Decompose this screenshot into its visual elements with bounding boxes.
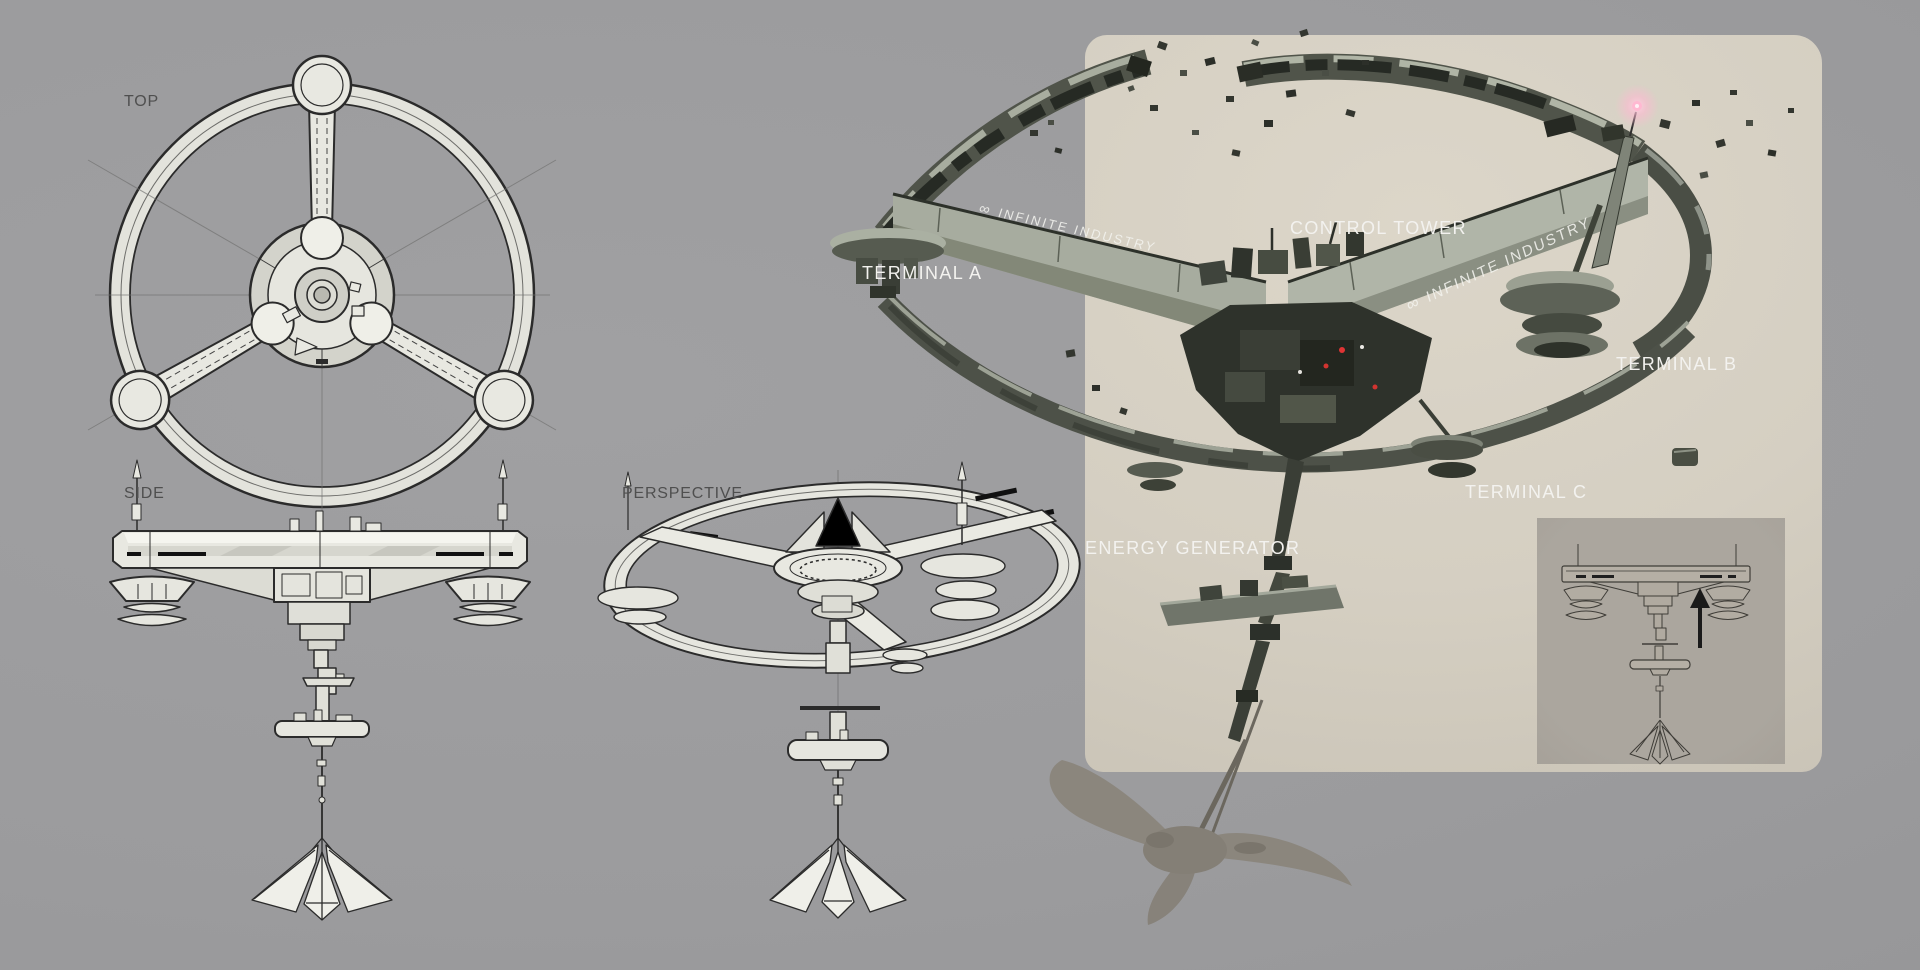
callout-terminal-a: TERMINAL A xyxy=(862,263,983,283)
callout-energy-generator: ENERGY GENERATOR xyxy=(1085,538,1301,558)
side-pods xyxy=(109,575,531,627)
perspective-tail-fins xyxy=(769,837,907,919)
terminal-a-pod xyxy=(830,228,946,298)
perspective-hub xyxy=(773,497,903,620)
up-arrow-icon xyxy=(1690,588,1710,648)
view-label-top: TOP xyxy=(124,93,160,110)
perspective-antennas xyxy=(624,461,968,545)
side-spine xyxy=(274,649,370,838)
hub xyxy=(248,216,396,369)
terminal-c-pods xyxy=(1127,398,1483,491)
inset-side-drawing xyxy=(1561,544,1751,765)
perspective-spine xyxy=(787,620,889,838)
debris-field xyxy=(1030,28,1794,466)
perspective-pods xyxy=(597,553,1006,674)
terminal-arms xyxy=(892,156,1649,346)
view-label-perspective: PERSPECTIVE xyxy=(622,485,743,502)
spokes xyxy=(109,54,535,431)
station-spine xyxy=(1159,458,1344,841)
hub-machinery xyxy=(1180,302,1432,462)
top-view-drawing xyxy=(87,54,557,612)
terminal-b-assembly xyxy=(1500,84,1659,358)
side-tail-fins xyxy=(251,837,393,921)
view-label-side: SIDE xyxy=(124,485,165,502)
energy-generator-fins xyxy=(1049,760,1352,925)
side-view-drawing xyxy=(109,459,531,921)
station-render xyxy=(830,28,1794,925)
ring-front-arc xyxy=(877,290,1696,473)
perspective-view-drawing xyxy=(597,461,1081,919)
callout-terminal-b: TERMINAL B xyxy=(1616,354,1738,374)
hull-slits xyxy=(127,552,513,556)
antennas xyxy=(131,459,508,531)
callout-terminal-c: TERMINAL C xyxy=(1465,482,1588,502)
control-tower-structures xyxy=(1198,221,1364,286)
callout-control-tower: CONTROL TOWER xyxy=(1290,218,1467,238)
